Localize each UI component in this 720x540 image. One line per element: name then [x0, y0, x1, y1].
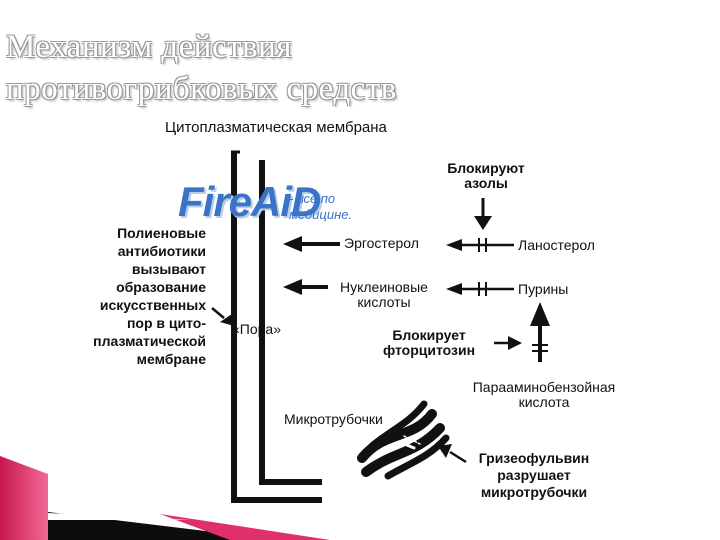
label-purines: Пурины — [518, 281, 569, 297]
label-lanosterol: Ланостерол — [518, 237, 595, 253]
label-griseofulvin-line-3: микротрубочки — [480, 484, 588, 500]
label-nucleic-acids-line-1: Нуклеиновые — [340, 279, 428, 295]
label-nucleic-acids: Нуклеиновые кислоты — [328, 280, 440, 310]
paba-arrow — [530, 302, 550, 362]
label-paba-line-1: Парааминобензойная — [472, 379, 616, 395]
slide-title-line-2: противогрибковых средств — [6, 71, 397, 107]
polyene-arrow — [211, 307, 234, 326]
label-polyene-line-3: вызывают — [131, 261, 206, 277]
label-griseofulvin: Гризеофульвин разрушает микротрубочки — [454, 450, 614, 501]
flucytosine-arrow — [494, 336, 522, 350]
microtubule-bundle — [357, 400, 450, 480]
fireaid-logo: FireAiD — [178, 178, 321, 225]
label-griseofulvin-line-2: разрушает — [497, 467, 571, 483]
griseofulvin-arrow — [438, 444, 467, 464]
pink-stripe-wedge — [160, 514, 330, 540]
label-pore: «Пора» — [232, 321, 281, 337]
label-paba: Парааминобензойная кислота — [452, 380, 636, 410]
membrane-inner-wall — [259, 160, 322, 485]
label-polyene-line-2: антибиотики — [117, 243, 206, 259]
nucleic-to-membrane-arrow — [283, 279, 328, 295]
label-polyene-line-7: плазматической — [93, 333, 206, 349]
label-polyene-line-5: искусственных — [99, 297, 206, 313]
tagline-line-2: медицине. — [289, 207, 353, 222]
tagline-line-1: - все по — [289, 191, 336, 206]
label-polyene-line-4: образование — [116, 279, 206, 295]
label-azoles-block-line-1: Блокируют — [447, 160, 525, 176]
label-flucytosine-line-1: Блокирует — [392, 327, 466, 343]
label-flucytosine-line-2: фторцитозин — [382, 342, 476, 358]
slide-title: Механизм действия противогрибковых средс… — [6, 26, 397, 110]
ergosterol-pathway — [446, 238, 514, 252]
nucleic-acid-pathway — [446, 282, 514, 296]
label-polyene-line-6: пор в цито- — [126, 315, 206, 331]
label-microtubules: Микротрубочки — [284, 411, 383, 427]
fireaid-tagline: - все по медицине. — [289, 191, 352, 223]
label-ergosterol: Эргостерол — [344, 235, 419, 251]
white-stripe-gap — [48, 513, 190, 520]
label-polyene-line-8: мембране — [136, 351, 206, 367]
label-polyene-antibiotics: Полиеновые антибиотики вызывают образова… — [40, 224, 206, 368]
label-polyene-line-1: Полиеновые — [117, 225, 206, 241]
label-azoles-block: Блокируют азолы — [430, 161, 542, 191]
label-flucytosine: Блокирует фторцитозин — [366, 328, 492, 358]
pink-corner-wedge — [0, 456, 48, 540]
membrane-outer-wall — [231, 152, 322, 503]
azoles-arrow — [474, 198, 492, 230]
label-azoles-block-line-2: азолы — [464, 175, 508, 191]
label-paba-line-2: кислота — [518, 394, 570, 410]
slide-title-line-1: Механизм действия — [6, 29, 292, 65]
label-membrane: Цитоплазматическая мембрана — [165, 119, 387, 136]
ergosterol-to-membrane-arrow — [283, 236, 340, 252]
label-nucleic-acids-line-2: кислоты — [357, 294, 411, 310]
label-griseofulvin-line-1: Гризеофульвин — [478, 450, 590, 466]
